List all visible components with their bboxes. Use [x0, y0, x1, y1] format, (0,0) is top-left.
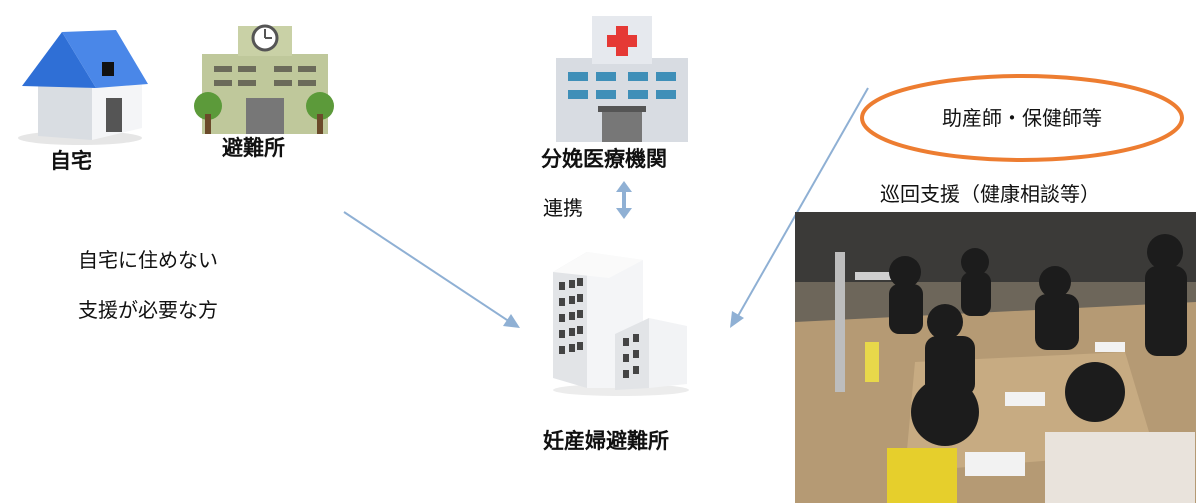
shelter-label: 避難所: [222, 136, 285, 160]
home-label: 自宅: [50, 149, 92, 173]
staff-label: 助産師・保健師等: [942, 106, 1102, 130]
double-arrow-icon: [614, 180, 634, 220]
maternity-shelter-label: 妊産婦避難所: [543, 429, 669, 453]
arrow-to-maternity-shelter: [343, 211, 511, 323]
note-line-1: 自宅に住めない: [78, 248, 218, 272]
link-label: 連携: [543, 196, 583, 220]
support-label: 巡回支援（健康相談等）: [880, 182, 1100, 206]
support-photo: [795, 212, 1196, 503]
house-icon: [8, 18, 148, 148]
maternity-shelter-building-icon: [545, 238, 695, 398]
hospital-label: 分娩医療機関: [541, 147, 667, 171]
staff-ellipse: 助産師・保健師等: [858, 72, 1186, 164]
arrow-head-right: [730, 311, 744, 328]
note-line-2: 支援が必要な方: [78, 298, 218, 322]
hospital-icon: [552, 14, 692, 142]
shelter-building-icon: [192, 14, 337, 139]
arrow-head-left: [503, 314, 520, 328]
